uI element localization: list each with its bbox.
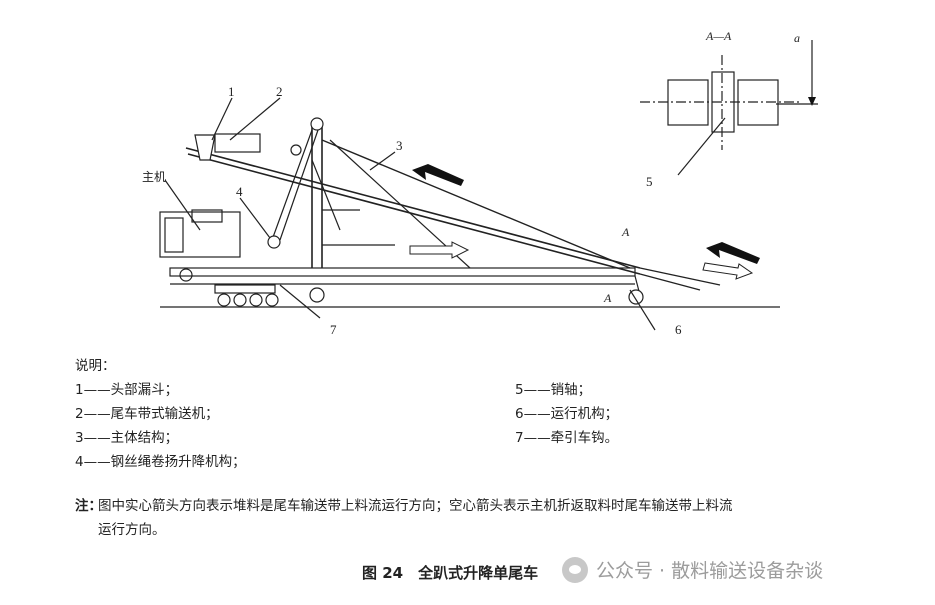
figure-caption: 图 24 全趴式升降单尾车 — [362, 564, 539, 582]
solid-arrows — [412, 97, 816, 264]
section-label: A—A — [705, 29, 732, 43]
watermark-text: 公众号 · 散料输送设备杂谈 — [596, 560, 824, 582]
legend-item-7: 7——牵引车钩。 — [515, 430, 619, 446]
main-machine-label: 主机 — [142, 170, 166, 184]
callout-3: 3 — [396, 138, 403, 153]
solid-arrow-upper — [412, 164, 464, 186]
solid-arrow-lower — [706, 242, 760, 264]
tail-car-conveyor — [185, 147, 721, 291]
callout-1: 1 — [228, 84, 235, 99]
hollow-arrow-right — [702, 262, 754, 280]
watermark: 公众号 · 散料输送设备杂谈 — [562, 556, 823, 583]
legend-item-6: 6——运行机构； — [515, 406, 619, 422]
tripper-car-diagram: 1 2 3 4 5 6 7 主机 A—A a A A — [142, 29, 818, 337]
wechat-logo-icon — [562, 556, 588, 583]
callout-7: 7 — [330, 322, 337, 337]
note-line-1: 图中实心箭头方向表示堆料是尾车输送带上料流运行方向；空心箭头表示主机折返取料时尾… — [98, 498, 733, 514]
hollow-arrow-center — [409, 241, 470, 259]
section-mark-upper: A — [621, 225, 630, 239]
legend-title: 说明： — [75, 358, 116, 374]
legend-item-1: 1——头部漏斗； — [75, 382, 179, 398]
callout-2: 2 — [276, 84, 283, 99]
callout-6: 6 — [675, 322, 682, 337]
hoist-mechanism — [267, 129, 319, 249]
section-detail — [640, 40, 818, 176]
legend-item-3: 3——主体结构； — [75, 430, 179, 446]
legend-item-4: 4——钢丝绳卷扬升降机构； — [75, 454, 246, 470]
main-machine — [159, 211, 241, 258]
legend-item-2: 2——尾车带式输送机； — [75, 406, 219, 422]
angle-label: a — [794, 31, 800, 45]
section-mark-lower: A — [603, 291, 612, 305]
note-title: 注： — [75, 498, 102, 514]
callout-4: 4 — [236, 184, 243, 199]
head-hopper — [194, 133, 261, 161]
note-line-2: 运行方向。 — [98, 522, 166, 538]
legend-item-5: 5——销轴； — [515, 382, 592, 398]
chassis-beam — [169, 267, 636, 277]
callout-5: 5 — [646, 174, 653, 189]
main-machine-bogie — [214, 284, 279, 307]
hollow-arrows — [409, 241, 754, 280]
